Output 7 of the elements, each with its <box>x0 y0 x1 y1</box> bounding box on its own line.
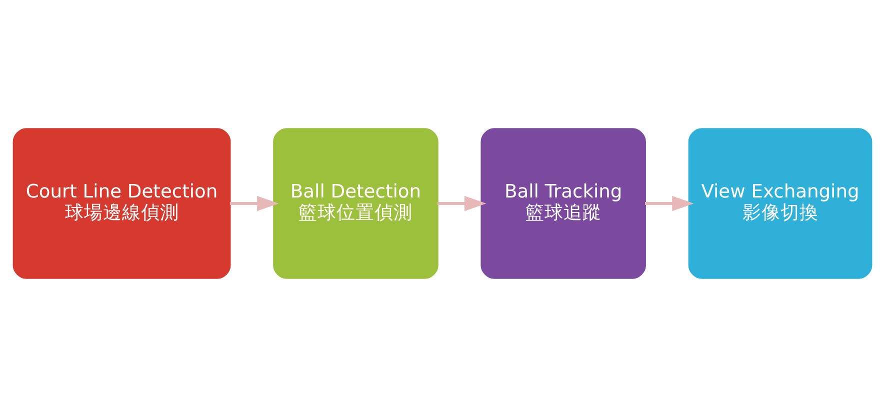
node-box: Ball Detection 籃球位置偵測 <box>273 128 438 278</box>
arrow <box>645 195 694 211</box>
arrow <box>230 195 279 211</box>
node-box: Court Line Detection 球場邊線偵測 <box>12 128 231 278</box>
node-box: Ball Tracking 籃球追蹤 <box>480 128 646 278</box>
arrow <box>437 195 486 211</box>
node-box: View Exchanging 影像切換 <box>688 128 872 278</box>
